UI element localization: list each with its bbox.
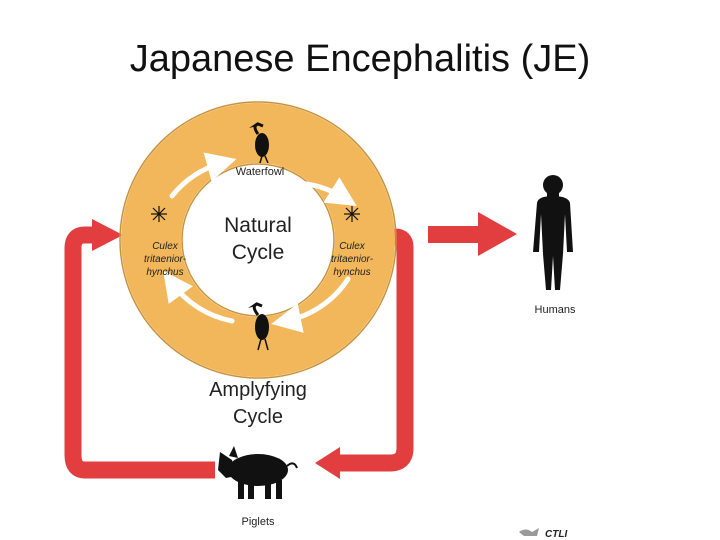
piglets-label: Piglets [241,516,275,528]
slide-title: Japanese Encephalitis (JE) [129,38,591,80]
natural-cycle-label-2: Cycle [232,241,285,264]
arrowhead-to-piglets [315,447,340,479]
amplifying-cycle-label-2: Cycle [233,406,283,428]
credit-label: CTLI [545,529,567,540]
ring-cycle-arrows [163,152,357,333]
arrow-to-humans [428,212,517,256]
culex-right-label-3: hynchus [333,267,370,278]
waterfowl-bottom-icon [248,302,269,351]
waterfowl-label: Waterfowl [236,166,285,178]
culex-left-label-2: tritaenior- [144,254,187,265]
piglet-silhouette-icon [218,446,298,499]
arrowhead-to-ring [92,219,123,251]
mosquito-right-icon [344,206,360,222]
human-silhouette-icon [533,175,573,290]
amplifying-loop-arrow [64,226,414,479]
mosquito-left-icon [151,206,167,222]
humans-label: Humans [535,304,576,316]
culex-left-label-3: hynchus [146,267,183,278]
amplifying-cycle-label-1: Amplyfying [209,379,307,401]
natural-cycle-label-1: Natural [224,214,292,237]
culex-right-label-1: Culex [339,241,366,252]
credit-logo: CTLI [519,528,567,540]
culex-right-label-2: tritaenior- [331,254,374,265]
culex-left-label-1: Culex [152,241,179,252]
waterfowl-icon [249,122,269,164]
